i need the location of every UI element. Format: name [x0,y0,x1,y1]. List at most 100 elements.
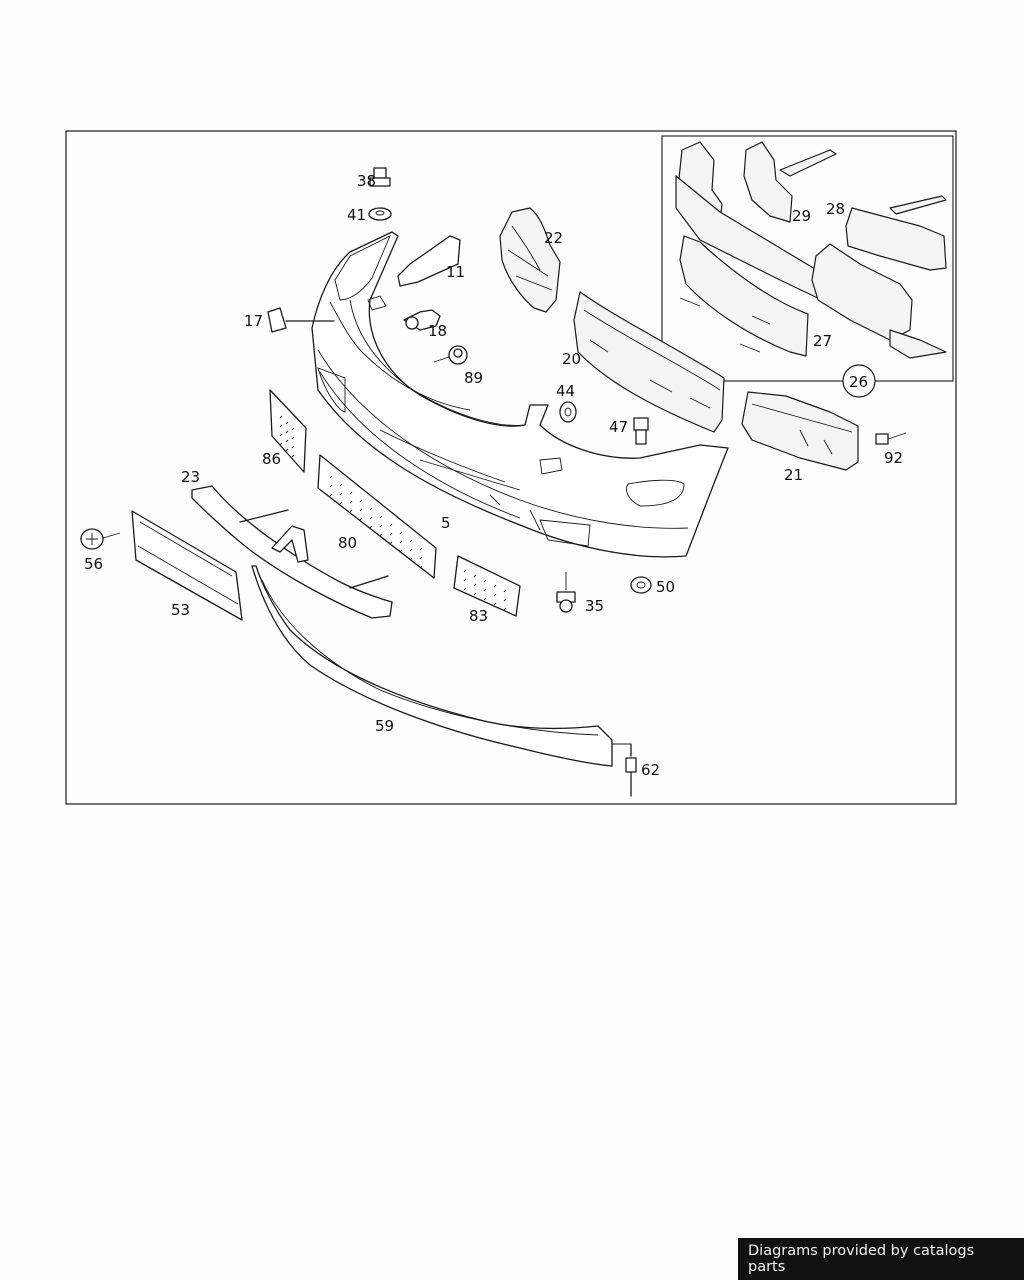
diagram-border [65,130,957,805]
mesh-dot [369,525,373,529]
mesh-dot [483,588,487,592]
mesh-dot [409,557,413,561]
mesh-dot [379,524,383,528]
mesh-dot [291,427,295,431]
part-38-bolt [369,167,391,187]
mesh-dot [339,483,343,487]
label-28: 28 [826,200,845,218]
mesh-dot [279,433,283,437]
mesh-dot [349,509,353,513]
mesh-dot [285,439,289,443]
label-53: 53 [171,601,190,619]
part-23-grille-bar [191,485,393,619]
part-5-bumper-cover [311,231,729,558]
mesh-dot [483,597,487,601]
mesh-dot [279,415,283,419]
label-5: 5 [441,514,451,532]
credit-banner: Diagrams provided by catalogs parts [738,1238,1024,1280]
mesh-dot [339,501,343,505]
mesh-dot [493,593,497,597]
part-26-inset-assembly [675,141,837,301]
part-18-clip [403,309,441,331]
mesh-dot [463,587,467,591]
part-11-bracket [397,235,461,287]
mesh-dot [419,556,423,560]
mesh-dot [419,547,423,551]
part-27-inset-beam [679,235,809,357]
mesh-dot [503,598,507,602]
mesh-dot [291,445,295,449]
mesh-dot [389,541,393,545]
mesh-dot [285,430,289,434]
mesh-dot [359,508,363,512]
mesh-dot [473,583,477,587]
mesh-dot [285,448,289,452]
mesh-dot [379,533,383,537]
mesh-dot [463,569,467,573]
mesh-dot [339,492,343,496]
part-26-callout-circle [842,364,876,398]
mesh-dot [473,592,477,596]
label-92: 92 [884,449,903,467]
mesh-dot [503,589,507,593]
mesh-dot [483,579,487,583]
label-89: 89 [464,369,483,387]
mesh-dot [291,436,295,440]
mesh-dot [279,442,283,446]
mesh-dot [349,491,353,495]
mesh-dot [329,475,333,479]
part-35-screw [556,572,576,613]
mesh-dot [399,540,403,544]
label-80: 80 [338,534,357,552]
label-35: 35 [585,597,604,615]
mesh-dot [399,549,403,553]
part-29-inset-absorber [811,243,947,359]
mesh-dot [349,500,353,504]
label-41: 41 [347,206,366,224]
label-22: 22 [544,229,563,247]
mesh-dot [369,516,373,520]
label-26: 26 [849,373,868,391]
label-11: 11 [446,263,465,281]
mesh-dot [419,565,423,569]
part-62-rivet [612,743,637,797]
mesh-dot [493,602,497,606]
mesh-dot [329,484,333,488]
mesh-dot [389,532,393,536]
mesh-dot [503,607,507,611]
label-47: 47 [609,418,628,436]
mesh-dot [369,507,373,511]
mesh-dot [399,531,403,535]
mesh-dots [279,415,507,611]
part-28-inset-bracket [845,195,947,271]
mesh-dot [409,539,413,543]
mesh-dot [291,454,295,458]
part-59-lower-spoiler [251,565,613,767]
mesh-dot [379,515,383,519]
mesh-dot [285,421,289,425]
mesh-dot [473,574,477,578]
label-29: 29 [792,207,811,225]
mesh-dot [359,499,363,503]
label-20: 20 [562,350,581,368]
label-21: 21 [784,466,803,484]
label-50: 50 [656,578,675,596]
part-17-cover-cap [267,307,335,333]
label-38: 38 [357,172,376,190]
mesh-dot [359,517,363,521]
mesh-dot [279,424,283,428]
label-27: 27 [813,332,832,350]
mesh-dot [463,578,467,582]
part-22-impact-bracket [499,207,561,313]
label-62: 62 [641,761,660,779]
part-56-screw [80,528,121,550]
part-47-bolt [633,417,649,445]
part-50-nut [630,576,652,594]
label-56: 56 [84,555,103,573]
part-83-grille-mesh [453,555,521,617]
part-44-grommet [559,401,577,423]
part-89-screw [433,345,468,365]
part-21-side-bracket [741,391,859,471]
